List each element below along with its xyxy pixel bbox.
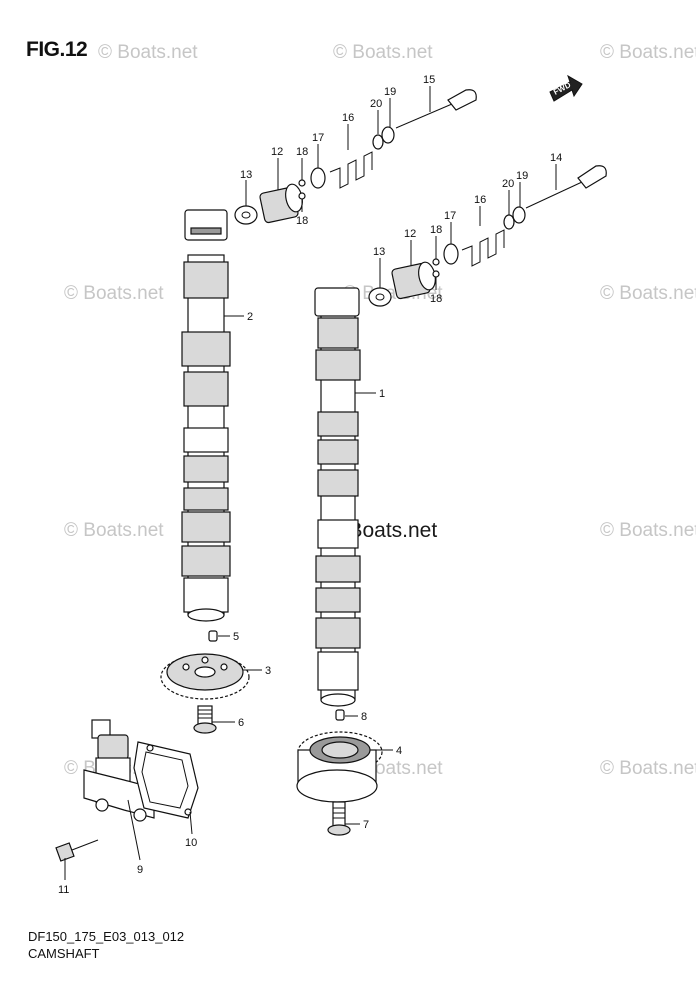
callout-10: 10 — [185, 837, 197, 849]
sprocket-left — [160, 653, 250, 700]
watermark: © Boats.net — [600, 520, 696, 541]
watermark: © Boats.net — [98, 42, 198, 63]
callout-2: 2 — [247, 311, 253, 323]
callout-4: 4 — [396, 745, 402, 757]
bolt-right — [327, 801, 351, 836]
leader-lines — [64, 86, 557, 880]
callout-11: 11 — [58, 884, 69, 896]
callout-13-lower: 13 — [373, 246, 385, 258]
gasket — [133, 741, 199, 819]
callout-14: 14 — [550, 152, 562, 164]
valve-group-lower — [368, 165, 607, 307]
dowel-pin-right — [335, 709, 345, 721]
figure-code: DF150_175_E03_013_012 — [28, 929, 185, 944]
callout-16-upper: 16 — [342, 112, 354, 124]
callout-13-upper: 13 — [240, 169, 252, 181]
figure-name: CAMSHAFT — [28, 946, 100, 961]
callout-18-lower-b: 18 — [430, 293, 442, 305]
callout-19-lower: 19 — [516, 170, 528, 182]
watermark: © Boats.net — [600, 758, 696, 779]
watermark: © Boats.net — [333, 42, 433, 63]
callout-18-upper-a: 18 — [296, 146, 308, 158]
camshaft-right — [314, 287, 361, 707]
callout-8: 8 — [361, 711, 367, 723]
camshaft-left — [181, 209, 231, 622]
callout-3: 3 — [265, 665, 271, 677]
callout-5: 5 — [233, 631, 239, 643]
oil-control-valve — [83, 719, 155, 822]
callout-20-lower: 20 — [502, 178, 514, 190]
callout-18-upper-b: 18 — [296, 215, 308, 227]
callout-15: 15 — [423, 74, 435, 86]
callout-16-lower: 16 — [474, 194, 486, 206]
callout-17-lower: 17 — [444, 210, 456, 222]
watermark: © Boats.net — [600, 42, 696, 63]
watermark: © Boats.net — [600, 283, 696, 304]
sprocket-right — [296, 731, 383, 803]
watermark: © Boats.net — [64, 520, 164, 541]
dowel-pin-left — [208, 630, 218, 642]
valve-group-upper — [234, 89, 477, 225]
callout-9: 9 — [137, 864, 143, 876]
callout-7: 7 — [363, 819, 369, 831]
callout-6: 6 — [238, 717, 244, 729]
callout-1: 1 — [379, 388, 385, 400]
callout-19-upper: 19 — [384, 86, 396, 98]
callout-20-upper: 20 — [370, 98, 382, 110]
callout-17-upper: 17 — [312, 132, 324, 144]
callout-18-lower-a: 18 — [430, 224, 442, 236]
bolt-left — [193, 705, 217, 734]
callout-12-lower: 12 — [404, 228, 416, 240]
callout-12-upper: 12 — [271, 146, 283, 158]
watermark-center: ©Boats.net — [333, 519, 438, 542]
fwd-arrow-icon — [549, 74, 583, 102]
callout-labels: 2 1 3 4 5 8 6 7 9 10 11 13 12 18 18 17 1… — [58, 74, 562, 896]
watermark: © Boats.net — [64, 283, 164, 304]
bolt-ocv — [55, 839, 99, 862]
figure-title: FIG.12 — [26, 38, 88, 61]
